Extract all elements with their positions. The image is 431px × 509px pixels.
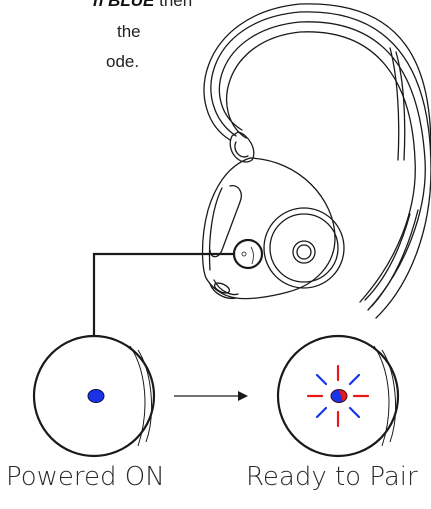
caption-ready-to-pair: Ready to Pair (246, 462, 418, 492)
red-blue-led-dot (330, 389, 348, 403)
earbud-illustration (201, 3, 431, 319)
arrow-icon (174, 391, 248, 401)
caption-powered-on: Powered ON (6, 462, 165, 492)
led-indicator-icon (241, 251, 247, 257)
led-highlight-circle (232, 238, 264, 270)
callout-connector (92, 252, 234, 336)
red-flash-rays (306, 364, 370, 428)
instruction-line1: then (154, 0, 193, 10)
instruction-emphasis: h BLUE (93, 0, 155, 10)
ready-to-pair-zoom (276, 334, 400, 458)
blue-flash-rays (315, 373, 361, 419)
instruction-line2: the (117, 22, 141, 41)
powered-on-zoom (32, 334, 156, 458)
blue-led-dot (87, 389, 105, 403)
instruction-line3: ode. (106, 52, 140, 71)
